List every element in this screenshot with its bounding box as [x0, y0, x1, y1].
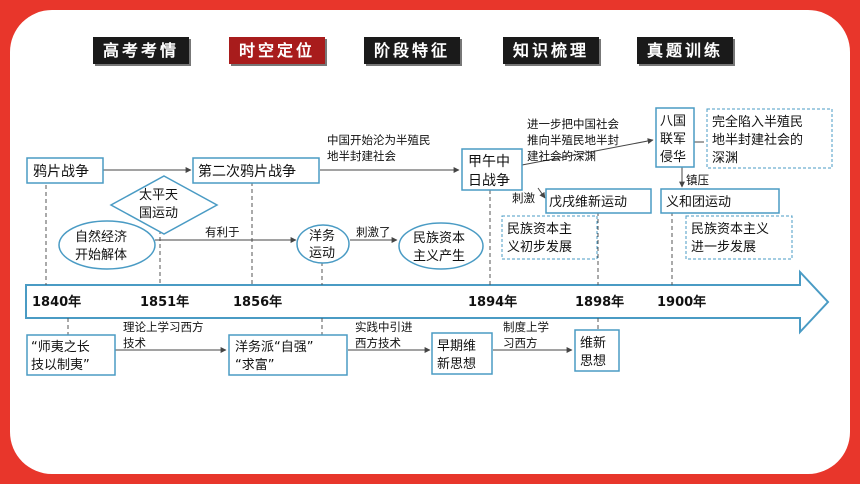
- natural-economy-line1: 自然经济: [75, 229, 127, 245]
- note-suppress: 镇压: [686, 173, 709, 187]
- note-semi-colonial-line1: 中国开始沦为半殖民: [327, 133, 431, 147]
- eight-nation-box: [655, 107, 695, 168]
- boxer-box: [660, 188, 780, 214]
- note-semi-colonial-line2: 地半封建社会: [327, 149, 396, 163]
- note-system-line1: 制度上学: [503, 320, 549, 334]
- note-practice-line1: 实践中引进: [355, 320, 413, 334]
- arrow-jiawu-to-eight: [521, 138, 654, 166]
- tab-exam-overview[interactable]: 高考考情: [93, 37, 190, 64]
- note-stimulated: 刺激了: [356, 225, 391, 239]
- natural-economy-ellipse: [58, 220, 156, 270]
- tab-knowledge[interactable]: 知识梳理: [503, 37, 600, 64]
- reform-1898-label: 戊戌维新运动: [549, 194, 627, 210]
- capitalism-initial-line2: 义初步发展: [507, 239, 572, 255]
- note-deeper-line2: 推向半殖民地半封: [527, 133, 619, 147]
- tab-time-space[interactable]: 时空定位: [229, 37, 326, 64]
- yangwu-box: [228, 334, 348, 376]
- second-opium-war-box: [192, 157, 320, 184]
- capitalism-born-line2: 主义产生: [413, 249, 465, 264]
- sino-japanese-war-box: [461, 148, 523, 191]
- year-1851: 1851年: [140, 294, 189, 310]
- eight-nation-line1: 八国: [660, 114, 686, 129]
- second-opium-war-label: 第二次鸦片战争: [198, 163, 296, 180]
- capitalism-initial-box: [501, 215, 598, 260]
- sino-japanese-war-line2: 日战争: [468, 173, 510, 189]
- eight-nation-line2: 联军: [660, 132, 686, 147]
- note-complete-line2: 地半封建社会的: [712, 132, 803, 148]
- year-1894: 1894年: [468, 294, 517, 310]
- natural-economy-line2: 开始解体: [75, 248, 127, 263]
- year-1898: 1898年: [575, 294, 624, 310]
- complete-note-box: [706, 108, 833, 169]
- arrow-stimulate: [537, 187, 546, 199]
- capitalism-further-line1: 民族资本主义: [691, 221, 769, 237]
- note-deeper-line3: 建社会的深渊: [527, 149, 596, 163]
- tab-stage-features[interactable]: 阶段特征: [364, 37, 461, 64]
- capitalism-born-line1: 民族资本: [413, 230, 465, 246]
- reform-1898-box: [545, 188, 652, 214]
- opium-war-box: [26, 157, 104, 184]
- taiping-line1: 太平天: [139, 188, 178, 203]
- tab-bar: 高考考情 时空定位 阶段特征 知识梳理 真题训练: [0, 0, 860, 70]
- opium-war-label: 鸦片战争: [33, 163, 89, 180]
- year-1900: 1900年: [657, 294, 706, 310]
- weixin-box: [574, 329, 620, 372]
- capitalism-initial-line1: 民族资本主: [507, 221, 572, 237]
- yangwu-line2: “求富”: [235, 357, 274, 373]
- boxer-label: 义和团运动: [666, 195, 731, 210]
- note-complete-line1: 完全陷入半殖民: [712, 114, 803, 130]
- note-complete-line3: 深渊: [712, 151, 738, 166]
- weixin-line1: 维新: [580, 335, 606, 351]
- taiping-line2: 国运动: [139, 206, 178, 221]
- note-practice-line2: 西方技术: [355, 336, 401, 350]
- westernization-ellipse: [296, 224, 350, 264]
- guide-lines: [45, 182, 673, 335]
- year-1856: 1856年: [233, 294, 282, 310]
- yangwu-line1: 洋务派“自强”: [235, 339, 313, 355]
- note-learn-tech-line1: 理论上学习西方: [123, 320, 204, 334]
- early-reform-line2: 新思想: [437, 356, 476, 372]
- shiyi-box: [26, 334, 116, 376]
- note-learn-tech-line2: 技术: [123, 336, 146, 350]
- capitalism-further-line2: 进一步发展: [691, 239, 756, 255]
- tab-practice[interactable]: 真题训练: [637, 37, 734, 64]
- capitalism-born-ellipse: [398, 222, 484, 270]
- note-system-line2: 习西方: [503, 336, 538, 350]
- timeline-arrow: [25, 269, 830, 335]
- shiyi-line2: 技以制夷”: [31, 357, 90, 373]
- westernization-line1: 洋务: [309, 228, 335, 244]
- note-stimulate: 刺激: [512, 191, 535, 205]
- taiping-diamond: [109, 175, 219, 235]
- note-deeper-line1: 进一步把中国社会: [527, 117, 619, 131]
- eight-nation-line3: 侵华: [660, 149, 686, 165]
- note-beneficial: 有利于: [205, 225, 240, 239]
- sino-japanese-war-line1: 甲午中: [468, 154, 510, 170]
- early-reform-box: [431, 332, 493, 375]
- capitalism-further-box: [685, 215, 793, 260]
- year-1840: 1840年: [32, 294, 81, 310]
- westernization-line2: 运动: [309, 246, 335, 261]
- shiyi-line1: “师夷之长: [31, 339, 90, 355]
- early-reform-line1: 早期维: [437, 339, 476, 354]
- weixin-line2: 思想: [580, 353, 606, 369]
